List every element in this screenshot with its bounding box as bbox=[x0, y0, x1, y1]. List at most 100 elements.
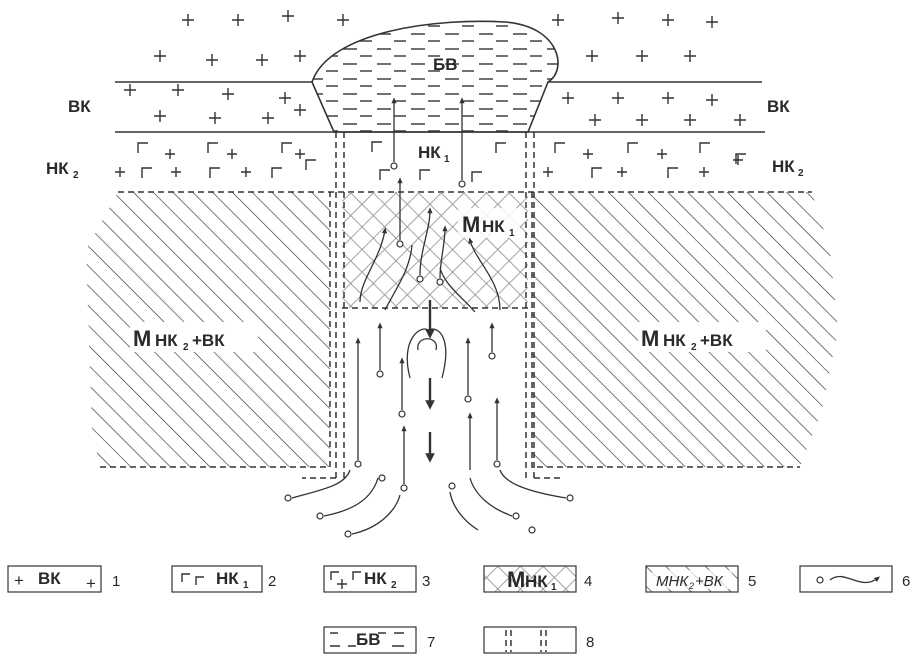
plus-symbol bbox=[662, 92, 674, 104]
svg-text:М: М bbox=[507, 567, 525, 592]
legend-item-4: М НК 1 4 bbox=[484, 566, 592, 593]
bv-label: БВ bbox=[433, 55, 458, 74]
svg-text:3: 3 bbox=[422, 573, 430, 590]
plus-symbol bbox=[241, 167, 251, 177]
corner-symbol bbox=[210, 168, 220, 178]
nk2-label-left: НК 2 bbox=[46, 159, 79, 181]
svg-text:2: 2 bbox=[268, 573, 276, 590]
svg-text:5: 5 bbox=[748, 573, 756, 590]
plus-symbol bbox=[636, 114, 648, 126]
svg-text:6: 6 bbox=[902, 573, 910, 590]
bv-lens: БВ bbox=[312, 21, 558, 132]
plus-symbol bbox=[543, 167, 553, 177]
vk-label-right: ВК bbox=[767, 97, 790, 116]
corner-symbol bbox=[592, 168, 602, 178]
plus-symbol bbox=[256, 54, 268, 66]
mnk2-vk-label-right: М НК 2 +ВК bbox=[638, 322, 766, 353]
svg-text:НК: НК bbox=[663, 331, 686, 350]
flow-origin bbox=[391, 163, 397, 169]
corner-symbol bbox=[138, 143, 148, 153]
plus-symbol bbox=[262, 112, 274, 124]
plus-symbol bbox=[684, 50, 696, 62]
corner-symbol bbox=[555, 143, 565, 153]
corner-symbol bbox=[420, 170, 430, 180]
plus-symbol bbox=[154, 50, 166, 62]
plus-symbol bbox=[154, 110, 166, 122]
svg-text:2: 2 bbox=[73, 170, 79, 181]
plus-symbol bbox=[165, 149, 175, 159]
svg-text:1: 1 bbox=[444, 154, 450, 165]
legend-item-3: НК 2 3 bbox=[324, 566, 430, 592]
svg-text:+: + bbox=[86, 574, 96, 593]
svg-text:8: 8 bbox=[586, 634, 594, 651]
nk1-label: НК 1 bbox=[418, 143, 450, 165]
svg-text:НК: НК bbox=[525, 572, 548, 591]
svg-text:НК: НК bbox=[418, 143, 441, 162]
plus-symbol bbox=[589, 114, 601, 126]
plus-symbol bbox=[337, 14, 349, 26]
plus-symbol bbox=[209, 112, 221, 124]
plus-symbol bbox=[182, 14, 194, 26]
svg-text:НК: НК bbox=[216, 569, 239, 588]
nk2-label-right: НК 2 bbox=[772, 157, 804, 179]
svg-text:+ВК: +ВК bbox=[700, 331, 733, 350]
svg-text:НК: НК bbox=[46, 159, 69, 178]
corner-symbol bbox=[306, 160, 316, 170]
plus-symbol bbox=[295, 149, 305, 159]
svg-text:7: 7 bbox=[427, 634, 435, 651]
svg-text:+: + bbox=[14, 571, 24, 590]
plus-symbol bbox=[612, 12, 624, 24]
plus-symbol bbox=[583, 149, 593, 159]
legend-item-1: + ВК + 1 bbox=[8, 566, 120, 593]
svg-text:М: М bbox=[462, 212, 480, 237]
legend-item-8: 8 bbox=[484, 627, 594, 653]
plus-symbol bbox=[124, 84, 136, 96]
corner-symbol bbox=[372, 142, 382, 152]
corner-symbol bbox=[628, 143, 638, 153]
svg-text:2: 2 bbox=[391, 580, 397, 591]
corner-symbol bbox=[496, 143, 506, 153]
plus-symbol bbox=[699, 167, 709, 177]
svg-text:1: 1 bbox=[551, 582, 557, 593]
plus-symbol bbox=[222, 88, 234, 100]
plus-symbol bbox=[282, 10, 294, 22]
svg-text:МНК: МНК bbox=[656, 573, 689, 590]
svg-text:+ВК: +ВК bbox=[695, 573, 724, 590]
plus-symbol bbox=[294, 104, 306, 116]
legend-item-2: НК 1 2 bbox=[172, 566, 276, 592]
svg-text:НК: НК bbox=[772, 157, 795, 176]
svg-text:М: М bbox=[641, 326, 659, 351]
svg-text:НК: НК bbox=[155, 331, 178, 350]
plus-symbol bbox=[612, 92, 624, 104]
plus-symbol bbox=[172, 84, 184, 96]
plus-symbol bbox=[733, 155, 743, 165]
legend-item-7: БВ 7 bbox=[324, 627, 435, 653]
svg-text:+ВК: +ВК bbox=[192, 331, 225, 350]
plus-symbol bbox=[552, 14, 564, 26]
svg-text:ВК: ВК bbox=[38, 569, 61, 588]
svg-text:2: 2 bbox=[183, 342, 189, 353]
svg-text:4: 4 bbox=[584, 573, 592, 590]
svg-text:1: 1 bbox=[112, 573, 120, 590]
svg-text:1: 1 bbox=[243, 580, 249, 591]
vk-label-left: ВК bbox=[68, 97, 91, 116]
plus-symbol bbox=[684, 114, 696, 126]
mnk1-label: М НК 1 bbox=[458, 208, 520, 239]
svg-text:2: 2 bbox=[798, 168, 804, 179]
legend: + ВК + 1 НК 1 2 НК 2 3 М НК 1 4 bbox=[8, 566, 910, 653]
corner-symbol bbox=[142, 168, 152, 178]
svg-text:2: 2 bbox=[688, 581, 694, 591]
plus-symbol bbox=[706, 94, 718, 106]
mnk2-vk-label-left: М НК 2 +ВК bbox=[130, 322, 258, 353]
plus-symbol bbox=[706, 16, 718, 28]
plus-symbol bbox=[227, 149, 237, 159]
corner-symbol bbox=[282, 143, 292, 153]
plus-symbol bbox=[657, 149, 667, 159]
plus-symbol bbox=[662, 14, 674, 26]
plus-symbol bbox=[617, 167, 627, 177]
plus-symbol bbox=[279, 92, 291, 104]
svg-text:1: 1 bbox=[509, 228, 515, 239]
plus-symbol bbox=[206, 54, 218, 66]
plus-symbol bbox=[294, 50, 306, 62]
